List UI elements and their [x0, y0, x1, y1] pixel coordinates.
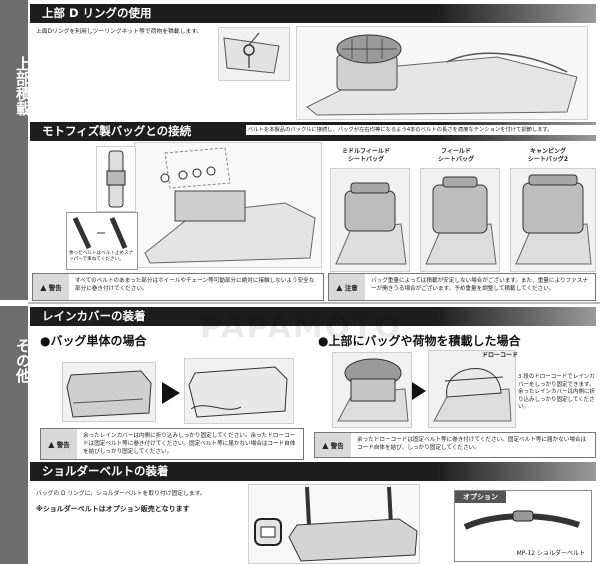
caution-box-weight: ▲ 注意 バッグ重量によっては積載が安定しない場合がございます。また、重量により…	[328, 273, 596, 301]
warning-box-rain-right: ▲ 警告 余ったドローコードは固定ベルト等に巻き付けてください。固定ベルト等に届…	[314, 432, 596, 458]
bag-only-after-image	[184, 358, 294, 424]
caution-label: ▲ 注意	[329, 274, 365, 300]
sidebar-top	[0, 0, 28, 300]
stacked-after-image	[428, 350, 516, 428]
section-header-d-ring: 上部 D リングの使用	[30, 4, 596, 23]
shoulder-belt-bag-image	[248, 484, 420, 564]
field-bag-image	[420, 168, 500, 272]
inset-note: 余ったベルトはベルト止めスナッパーで束ねてください。	[69, 251, 134, 262]
middle-field-bag-image	[330, 168, 410, 272]
bag-only-before-image	[62, 362, 156, 422]
option-item: MP-12 ショルダーベルト	[516, 550, 585, 557]
bag-label-camping: キャンピング シートバッグ2	[527, 148, 569, 163]
section-divider	[28, 302, 600, 304]
section-header-rain-cover: レインカバーの装着	[30, 307, 596, 326]
warning-box-belts: ▲ 警告 すべてのベルトのあまった部分はホイールやチェーン等可動部分に絶対に接触…	[32, 273, 324, 301]
shoulder-belt-product-image	[463, 510, 580, 530]
option-box: オプション MP-12 ショルダーベルト	[454, 490, 592, 562]
camping-bag-image	[510, 168, 596, 272]
warning-text-rain-right: 余ったドローコードは固定ベルト等に巻き付けてください。固定ベルト等に届かない場合…	[357, 437, 587, 451]
rain-right-subtitle: ●上部にバッグや荷物を積載した場合	[318, 334, 521, 348]
watermark: PAPAMOTO	[200, 310, 403, 345]
warning-text-rain-left: 余ったレインカバーは内側に折り込みしっかり固定してください。余ったドローコードは…	[83, 433, 296, 455]
caution-text: バッグ重量によっては積載が安定しない場合がございます。また、重量によりファスナー…	[371, 278, 588, 292]
drawcord-label: ドローコード	[482, 352, 519, 359]
bag-label-middle-field: ミドルフィールド シートバッグ	[342, 148, 390, 163]
option-label: オプション	[455, 491, 506, 503]
buckle-detail-illustration	[96, 146, 136, 212]
rain-right-note: 3 段のドローコードでレインカバーをしっかり固定できます。余ったレインカバーは内…	[518, 374, 596, 410]
shoulder-note: ※ショルダーベルトはオプション販売となります	[36, 505, 190, 513]
warning-text: すべてのベルトのあまった部分はホイールやチェーン等可動部分に絶対に接触しないよう…	[75, 278, 315, 292]
rain-left-subtitle: ●バッグ単体の場合	[40, 334, 147, 348]
shoulder-desc: バッグの D リングに、ショルダーベルトを取り付け固定します。	[36, 491, 206, 497]
arrow-right-icon-2	[410, 380, 428, 402]
belt-stopper-inset: 余ったベルトはベルト止めスナッパーで束ねてください。	[66, 212, 138, 270]
arrow-right-icon	[160, 380, 182, 406]
side-label-top: 上部積載	[14, 56, 32, 116]
section1-desc: 上面Dリングを利用しツーリングネット等で荷物を積載します。	[36, 29, 203, 35]
side-label-bottom: その他	[14, 337, 32, 383]
bag-label-field: フィールド シートバッグ	[437, 148, 474, 163]
stacked-before-image	[332, 352, 412, 428]
bag-connection-illustration	[134, 142, 322, 268]
warning-label-rain-left: ▲ 警告	[41, 429, 77, 459]
warning-label-rain-right: ▲ 警告	[315, 433, 351, 457]
sidebar-bottom	[0, 306, 28, 564]
section-header-shoulder-belt: ショルダーベルトの装着	[30, 462, 596, 481]
warning-box-rain-left: ▲ 警告 余ったレインカバーは内側に折り込みしっかり固定してください。余ったドロ…	[40, 428, 304, 460]
warning-label: ▲ 警告	[33, 274, 69, 300]
d-ring-illustration	[218, 27, 290, 81]
section2-desc: ベルトを本製品のバックルに接続し、バッグが左右均等になるよう4本のベルトの長さを…	[246, 125, 600, 135]
motorcycle-net-illustration	[296, 26, 588, 120]
